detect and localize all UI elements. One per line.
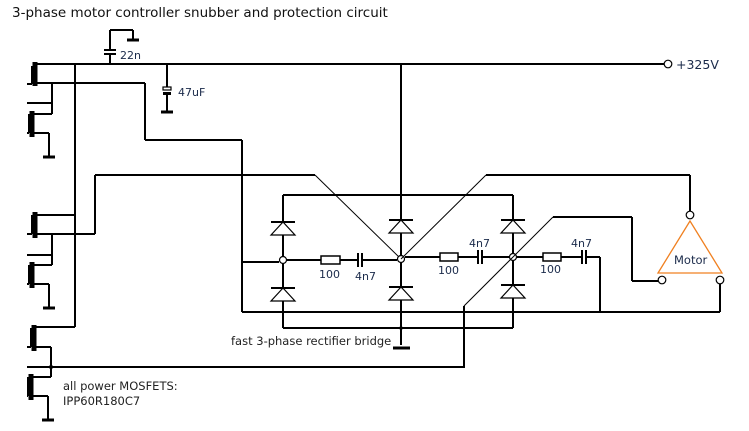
capacitor-47uf-label: 47uF xyxy=(178,86,205,99)
diode-1-upper xyxy=(269,221,297,236)
node-phase-a xyxy=(278,255,288,265)
diode-1-lower xyxy=(269,287,297,302)
diode-3-upper xyxy=(499,219,527,234)
resistor-2-label: 100 xyxy=(438,264,459,277)
mosfet-high-1 xyxy=(27,62,38,86)
mosfet-note-line2: IPP60R180C7 xyxy=(63,394,140,408)
diode-3-lower xyxy=(499,284,527,299)
resistor-1-label: 100 xyxy=(319,268,340,281)
bridge-label: fast 3-phase rectifier bridge xyxy=(231,334,391,348)
capacitor-snubber-3-label: 4n7 xyxy=(571,237,592,250)
capacitor-snubber-2-label: 4n7 xyxy=(469,237,490,250)
diode-2-lower xyxy=(387,286,415,301)
resistor-3-label: 100 xyxy=(540,263,561,276)
resistor-1 xyxy=(320,255,341,265)
motor-terminal-top[interactable] xyxy=(685,210,695,220)
motor-terminal-right[interactable] xyxy=(715,275,725,285)
diagram-title: 3-phase motor controller snubber and pro… xyxy=(12,5,388,21)
motor: Motor xyxy=(656,219,724,274)
mosfet-note-line1: all power MOSFETS: xyxy=(63,379,178,393)
mosfet-low-2 xyxy=(27,262,55,310)
motor-label: Motor xyxy=(674,253,708,267)
supply-terminal[interactable] xyxy=(663,59,673,69)
mosfet-low-1 xyxy=(27,111,55,159)
resistor-2 xyxy=(439,252,459,262)
resistor-3 xyxy=(542,252,562,262)
capacitor-snubber-1-label: 4n7 xyxy=(355,270,376,283)
diode-2-upper xyxy=(387,219,415,234)
capacitor-22n xyxy=(104,29,139,64)
supply-label: +325V xyxy=(676,57,719,72)
capacitor-22n-label: 22n xyxy=(120,49,141,62)
mosfet-low-3 xyxy=(27,374,54,422)
capacitor-47uf xyxy=(161,64,173,114)
motor-terminal-left[interactable] xyxy=(657,275,667,285)
